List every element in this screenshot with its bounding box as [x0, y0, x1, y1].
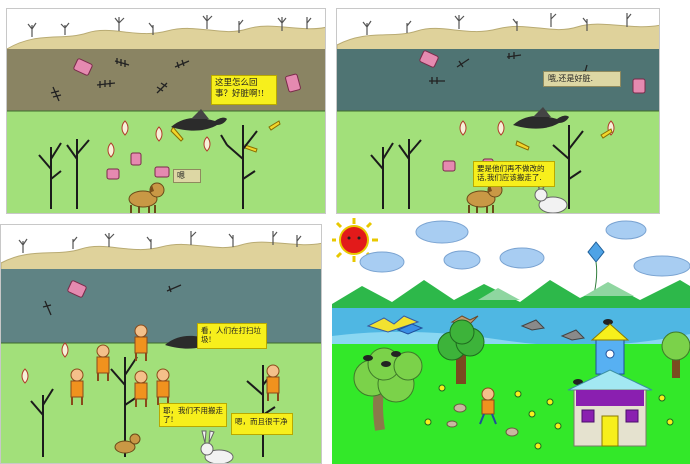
sun-icon: [332, 218, 378, 262]
house-icon: [567, 323, 653, 447]
leafy-tree-icon: [353, 319, 690, 431]
perched-bird-icon: [363, 319, 613, 385]
trash-can-icon: [73, 58, 301, 180]
speech-bubble-small: 嗯: [173, 169, 201, 183]
crow-icon: [513, 107, 569, 129]
cloud-icon: [359, 220, 690, 277]
speech-bubble-bottom: 要是他们再不做改的话,我们应该搬走了.: [473, 161, 555, 187]
banana-peel-icon: [170, 120, 281, 153]
bare-shrubs-on-hill: [18, 231, 302, 253]
apple-core-icon: [459, 120, 615, 136]
speech-bubble-main: 这里怎么回事？好脏啊!!: [211, 75, 277, 105]
comic-panel-1: 这里怎么回事？好脏啊!! 嗯: [6, 8, 326, 214]
dog-icon: [128, 182, 165, 213]
speech-bubble-top: 哦,还是好脏.: [543, 71, 621, 87]
comic-panel-2: 哦,还是好脏. 要是他们再不做改的话,我们应该搬走了.: [336, 8, 660, 214]
bare-tree-icon: [370, 125, 584, 209]
trash-can-icon: [67, 280, 87, 298]
bare-tree-icon: [30, 356, 278, 457]
grass-bank: [7, 111, 325, 213]
speech-bubble-top: 看，人们在打扫垃圾!: [197, 323, 267, 349]
small-animal-icon: [446, 403, 519, 437]
comic-panel-4: [332, 218, 690, 464]
hill-ridge: [7, 25, 325, 54]
panel-3-scene: [1, 231, 321, 463]
panel-4-scene: [332, 218, 690, 464]
hill-ridge: [1, 241, 321, 272]
apple-core-icon: [21, 342, 69, 384]
comic-panel-3: 看，人们在打扫垃圾! 耶，我们不用搬走了! 嗯，而且很干净: [0, 224, 322, 464]
cleaner-river: [1, 269, 321, 343]
bare-shrubs-on-hill: [27, 15, 312, 37]
bare-shrubs-on-hill: [362, 13, 632, 35]
apple-core-icon: [107, 120, 211, 158]
dog-icon: [466, 182, 503, 213]
speech-bubble-right: 嗯，而且很干净: [231, 413, 293, 435]
worker-figure-icon: [70, 324, 280, 407]
fish-skeleton-icon: [50, 58, 190, 102]
panel-1-scene: [7, 15, 325, 213]
speech-bubble-left: 耶，我们不用搬走了!: [159, 403, 227, 427]
banana-peel-icon: [515, 128, 613, 151]
fish-skeleton-icon: [42, 284, 182, 316]
child-flying-kite-icon: [479, 387, 497, 425]
rabbit-icon: [200, 430, 234, 463]
polluted-river: [7, 49, 325, 111]
fish-skeleton-icon: [429, 52, 591, 84]
dog-icon: [114, 433, 141, 454]
crow-icon: [171, 109, 227, 131]
flower-icon: [424, 384, 674, 450]
hill-ridge: [337, 23, 659, 52]
bare-tree-icon: [38, 125, 258, 209]
